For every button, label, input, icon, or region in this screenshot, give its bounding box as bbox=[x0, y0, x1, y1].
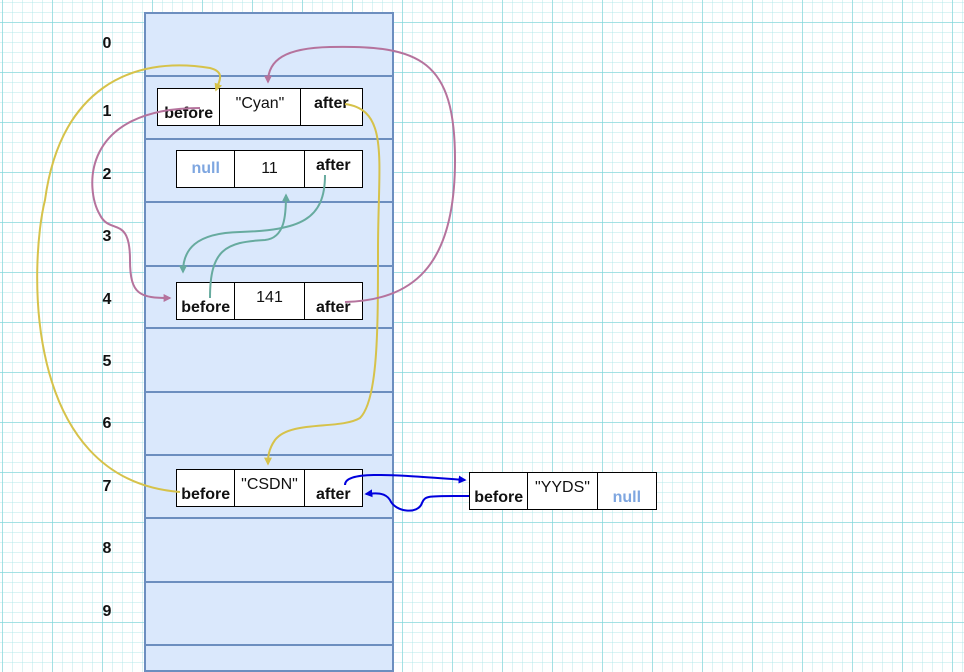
index-label-5: 5 bbox=[102, 353, 112, 370]
bucket-divider bbox=[144, 581, 394, 583]
bucket-divider bbox=[144, 517, 394, 519]
bucket-divider bbox=[144, 265, 394, 267]
bucket-divider bbox=[144, 201, 394, 203]
bucket-divider bbox=[144, 75, 394, 77]
index-label-3: 3 bbox=[102, 228, 112, 245]
node-yyds: before "YYDS" null bbox=[469, 472, 657, 510]
node-csdn-value: "CSDN" bbox=[235, 470, 305, 506]
bucket-divider bbox=[144, 327, 394, 329]
bucket-divider bbox=[144, 454, 394, 456]
node-cyan-after: after bbox=[313, 95, 349, 112]
node-yyds-null: null bbox=[612, 489, 642, 506]
node-11-after: after bbox=[315, 157, 351, 174]
index-label-8: 8 bbox=[102, 540, 112, 557]
node-csdn: before "CSDN" after bbox=[176, 469, 363, 507]
node-csdn-after: after bbox=[315, 486, 351, 503]
node-141-value: 141 bbox=[235, 283, 305, 319]
node-11-null: null bbox=[177, 151, 236, 187]
node-cyan-value: "Cyan" bbox=[220, 89, 301, 125]
node-cyan-before: before bbox=[158, 89, 221, 125]
node-11-value: 11 bbox=[235, 151, 305, 187]
node-141: before 141 after bbox=[176, 282, 363, 320]
node-yyds-value: "YYDS" bbox=[528, 473, 598, 509]
index-label-2: 2 bbox=[102, 166, 112, 183]
index-label-4: 4 bbox=[102, 291, 112, 308]
bucket-divider bbox=[144, 138, 394, 140]
node-141-after: after bbox=[315, 299, 351, 316]
node-11: null 11 after bbox=[176, 150, 363, 188]
node-csdn-before: before bbox=[177, 470, 236, 506]
index-label-6: 6 bbox=[102, 415, 112, 432]
index-label-9: 9 bbox=[102, 603, 112, 620]
node-cyan: before "Cyan" after bbox=[157, 88, 363, 126]
index-label-7: 7 bbox=[102, 478, 112, 495]
node-yyds-before: before bbox=[470, 473, 529, 509]
node-141-before: before bbox=[177, 283, 236, 319]
index-label-1: 1 bbox=[102, 103, 112, 120]
bucket-divider bbox=[144, 644, 394, 646]
bucket-divider bbox=[144, 391, 394, 393]
index-label-0: 0 bbox=[102, 35, 112, 52]
